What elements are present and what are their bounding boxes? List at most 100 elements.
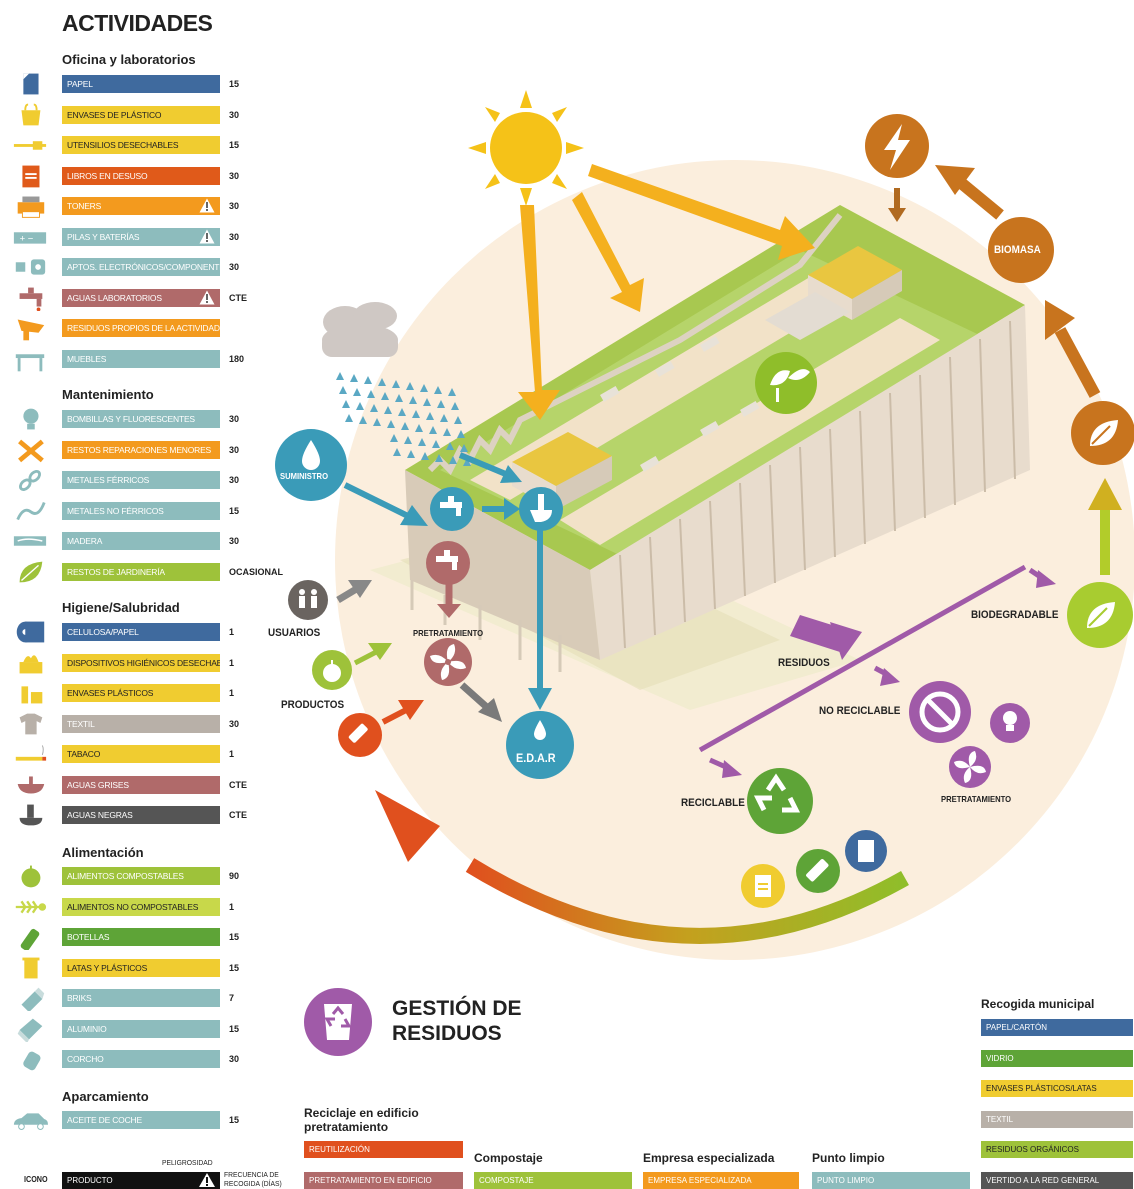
activity-label: PILAS Y BATERÍAS [67, 231, 140, 242]
can-yellow-icon [741, 864, 785, 908]
activity-label: RESTOS DE JARDINERÍA [67, 566, 165, 577]
rain-drop [454, 416, 462, 424]
rain-drop [415, 424, 423, 432]
legend-empresa: EMPRESA ESPECIALIZADA [643, 1172, 799, 1189]
activity-bar: BOMBILLAS Y FLUORESCENTES [62, 410, 220, 428]
bulb-icon [23, 408, 39, 430]
rain-drop [390, 434, 398, 442]
activity-label: LIBROS EN DESUSO [67, 170, 148, 181]
frequency-value: 30 [229, 444, 240, 455]
activity-label: ALIMENTOS NO COMPOSTABLES [67, 901, 199, 912]
rain-drop [381, 392, 389, 400]
key-icon-label: ICONO [24, 1175, 48, 1184]
wire-icon [16, 501, 46, 520]
rain-drop [370, 404, 378, 412]
legend-punto: PUNTO LIMPIO [812, 1172, 970, 1189]
gestion-line-1: GESTIÓN DE [392, 997, 522, 1020]
activity-label: TABACO [67, 749, 101, 759]
rain-drop [387, 420, 395, 428]
waste-bin-icon [304, 988, 372, 1056]
wood-icon [13, 536, 47, 546]
paper-icon [23, 73, 39, 95]
activity-label: BRIKS [67, 993, 92, 1003]
bulb-purple-icon [990, 703, 1030, 743]
rain-drop [437, 400, 445, 408]
activity-row: BOMBILLAS Y FLUORESCENTES 30 [0, 404, 300, 434]
rain-drop [423, 398, 431, 406]
toilet-icon [19, 804, 43, 826]
activity-label: RESTOS REPARACIONES MENORES [67, 444, 212, 455]
activity-bar: LATAS Y PLÁSTICOS [62, 958, 220, 977]
activity-row: TONERS 30 [0, 191, 300, 221]
key-frequency-label: FRECUENCIA DE RECOGIDA (DÍAS) [224, 1170, 282, 1188]
frequency-value: 30 [229, 414, 240, 424]
key-danger-label: PELIGROSIDAD [162, 1158, 213, 1167]
rain-drop [392, 380, 400, 388]
chain-icon [19, 469, 41, 491]
frequency-value: 15 [229, 962, 240, 973]
rain-drop [440, 414, 448, 422]
activity-label: TONERS [67, 201, 102, 211]
label-usuarios: USUARIOS [268, 627, 321, 639]
label-biomasa: BIOMASA [994, 244, 1041, 256]
activity-bar: TEXTIL [62, 714, 220, 733]
rain-drop [395, 394, 403, 402]
activity-label: ENVASES DE PLÁSTICO [67, 109, 162, 120]
fishbone-icon [15, 900, 47, 913]
rain-drop [393, 448, 401, 456]
pretreatment-purple-icon [949, 746, 991, 788]
utensils-icon [13, 141, 47, 150]
funnel-icon [17, 319, 45, 341]
rain-drop [342, 400, 350, 408]
book-icon [22, 165, 40, 187]
frequency-value: 30 [229, 718, 240, 729]
frequency-value: 30 [229, 536, 240, 546]
activity-bar: ALIMENTOS COMPOSTABLES [62, 867, 220, 885]
rain-drop [345, 414, 353, 422]
rain-drop [443, 428, 451, 436]
frequency-value: 15 [229, 505, 240, 516]
rain-drop [446, 442, 454, 450]
cycle-arc-head [375, 790, 440, 862]
frequency-value: 1 [229, 688, 235, 698]
table-icon [15, 353, 45, 371]
cycle-arc [465, 858, 909, 944]
activity-label: MADERA [67, 536, 103, 546]
bottle-cup-icon [21, 686, 43, 704]
frequency-value: CTE [229, 292, 247, 303]
activity-bar: BRIKS [62, 989, 220, 1007]
label-residuos: RESIDUOS [778, 657, 830, 669]
tissue-icon [19, 654, 43, 673]
legend-reutilizacion: REUTILIZACIÓN [304, 1141, 463, 1158]
leaf-brown-icon [1071, 401, 1134, 465]
activity-row: RESTOS REPARACIONES MENORES 30 [0, 435, 300, 465]
legend-municipal-title: Recogida municipal [981, 997, 1095, 1011]
gray-water-circle-icon [426, 541, 470, 585]
frequency-value: 30 [229, 201, 240, 211]
frequency-value: 1 [229, 749, 235, 759]
recycle-icon [747, 768, 813, 834]
activity-bar: AGUAS LABORATORIOS [62, 288, 220, 307]
activity-row: RESIDUOS PROPIOS DE LA ACTIVIDAD [0, 313, 300, 343]
rain-drop [448, 388, 456, 396]
activity-label: CELULOSA/PAPEL [67, 627, 139, 637]
products-apple-icon [312, 650, 352, 690]
frequency-value: 15 [229, 1023, 240, 1034]
rain-drop [421, 452, 429, 460]
activity-bar: ACEITE DE COCHE [62, 1111, 220, 1129]
activity-bar: DISPOSITIVOS HIGIÉNICOS DESECHABLES [62, 653, 220, 672]
activity-bar: AGUAS NEGRAS [62, 806, 220, 824]
label-edar: E.D.A.R [516, 751, 556, 765]
frequency-value: 30 [229, 262, 240, 272]
warning-icon [199, 229, 215, 244]
legend-compostaje-title: Compostaje [474, 1151, 543, 1165]
